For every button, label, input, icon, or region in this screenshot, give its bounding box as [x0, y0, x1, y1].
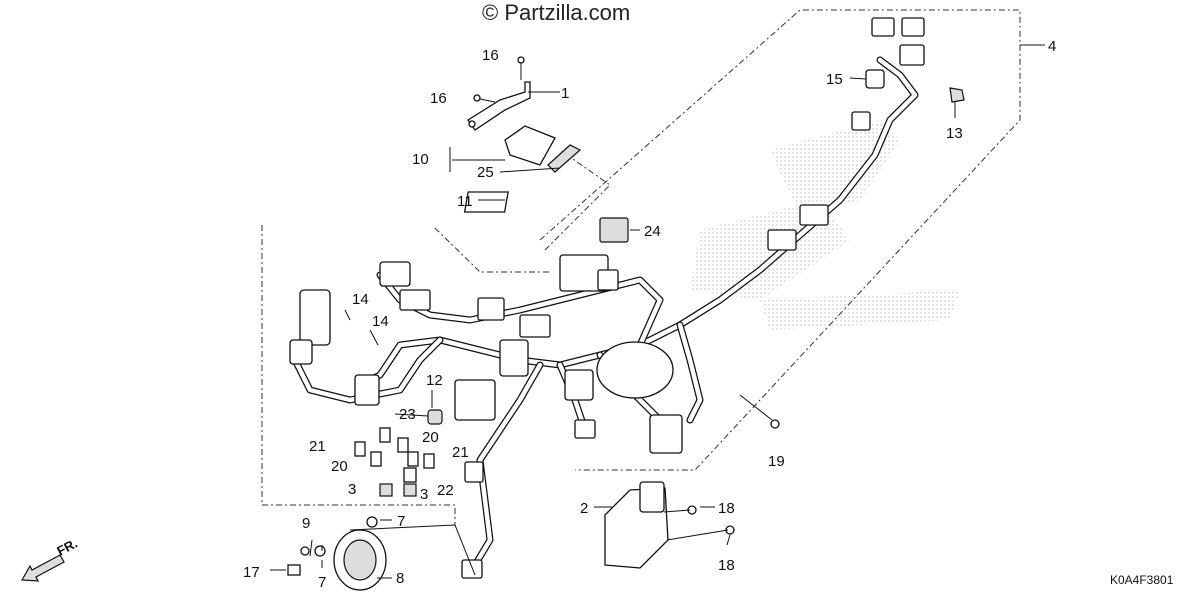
relay-cover-part — [599, 217, 629, 243]
callout-3-left: 3 — [348, 481, 356, 498]
callout-21-left: 21 — [309, 438, 326, 455]
front-direction-arrow: FR. — [21, 536, 80, 582]
callout-24: 24 — [644, 223, 661, 240]
callout-18-upper: 18 — [718, 500, 735, 517]
fuse-cap-part — [427, 409, 443, 425]
label-part — [463, 191, 509, 213]
callout-9: 9 — [302, 515, 310, 532]
callout-23: 23 — [399, 406, 416, 423]
fuses — [354, 427, 435, 497]
callout-labels: 16 16 1 10 25 11 24 15 4 13 14 14 12 23 … — [243, 38, 1056, 591]
connector-cap-part — [865, 69, 885, 89]
callout-22: 22 — [437, 482, 454, 499]
horn-assembly — [287, 516, 476, 591]
callout-20-left: 20 — [331, 458, 348, 475]
callout-14-lower: 14 — [372, 313, 389, 330]
clip-part — [949, 87, 965, 103]
bolt-19 — [739, 394, 780, 429]
callout-10: 10 — [412, 151, 429, 168]
callout-13: 13 — [946, 125, 963, 142]
callout-20-right: 20 — [422, 429, 439, 446]
callout-17: 17 — [243, 564, 260, 581]
callout-7-upper: 7 — [397, 513, 405, 530]
callout-2: 2 — [580, 500, 588, 517]
leader-lines — [270, 77, 956, 579]
harness-connectors — [289, 17, 925, 579]
callout-8: 8 — [396, 570, 404, 587]
control-unit-part — [604, 481, 735, 569]
callout-16-left: 16 — [430, 90, 447, 107]
callout-18-lower: 18 — [718, 557, 735, 574]
assembly-boundaries — [261, 9, 1045, 525]
callout-1: 1 — [561, 85, 569, 102]
callout-25: 25 — [477, 164, 494, 181]
callout-19: 19 — [768, 453, 785, 470]
relay-part — [504, 125, 582, 173]
callout-16-top: 16 — [482, 47, 499, 64]
callout-11: 11 — [457, 193, 473, 210]
partzilla-watermark: © Partzilla.com — [482, 0, 630, 25]
callout-3-right: 3 — [420, 486, 428, 503]
callout-21-right: 21 — [452, 444, 469, 461]
callout-7-lower: 7 — [318, 574, 326, 591]
callout-14-upper: 14 — [352, 291, 369, 308]
bracket-part — [467, 56, 531, 131]
callout-12: 12 — [426, 372, 443, 389]
front-arrow-label: FR. — [54, 536, 80, 559]
callout-4: 4 — [1048, 38, 1056, 55]
diagram-code: K0A4F3801 — [1110, 573, 1174, 587]
callout-15: 15 — [826, 71, 843, 88]
